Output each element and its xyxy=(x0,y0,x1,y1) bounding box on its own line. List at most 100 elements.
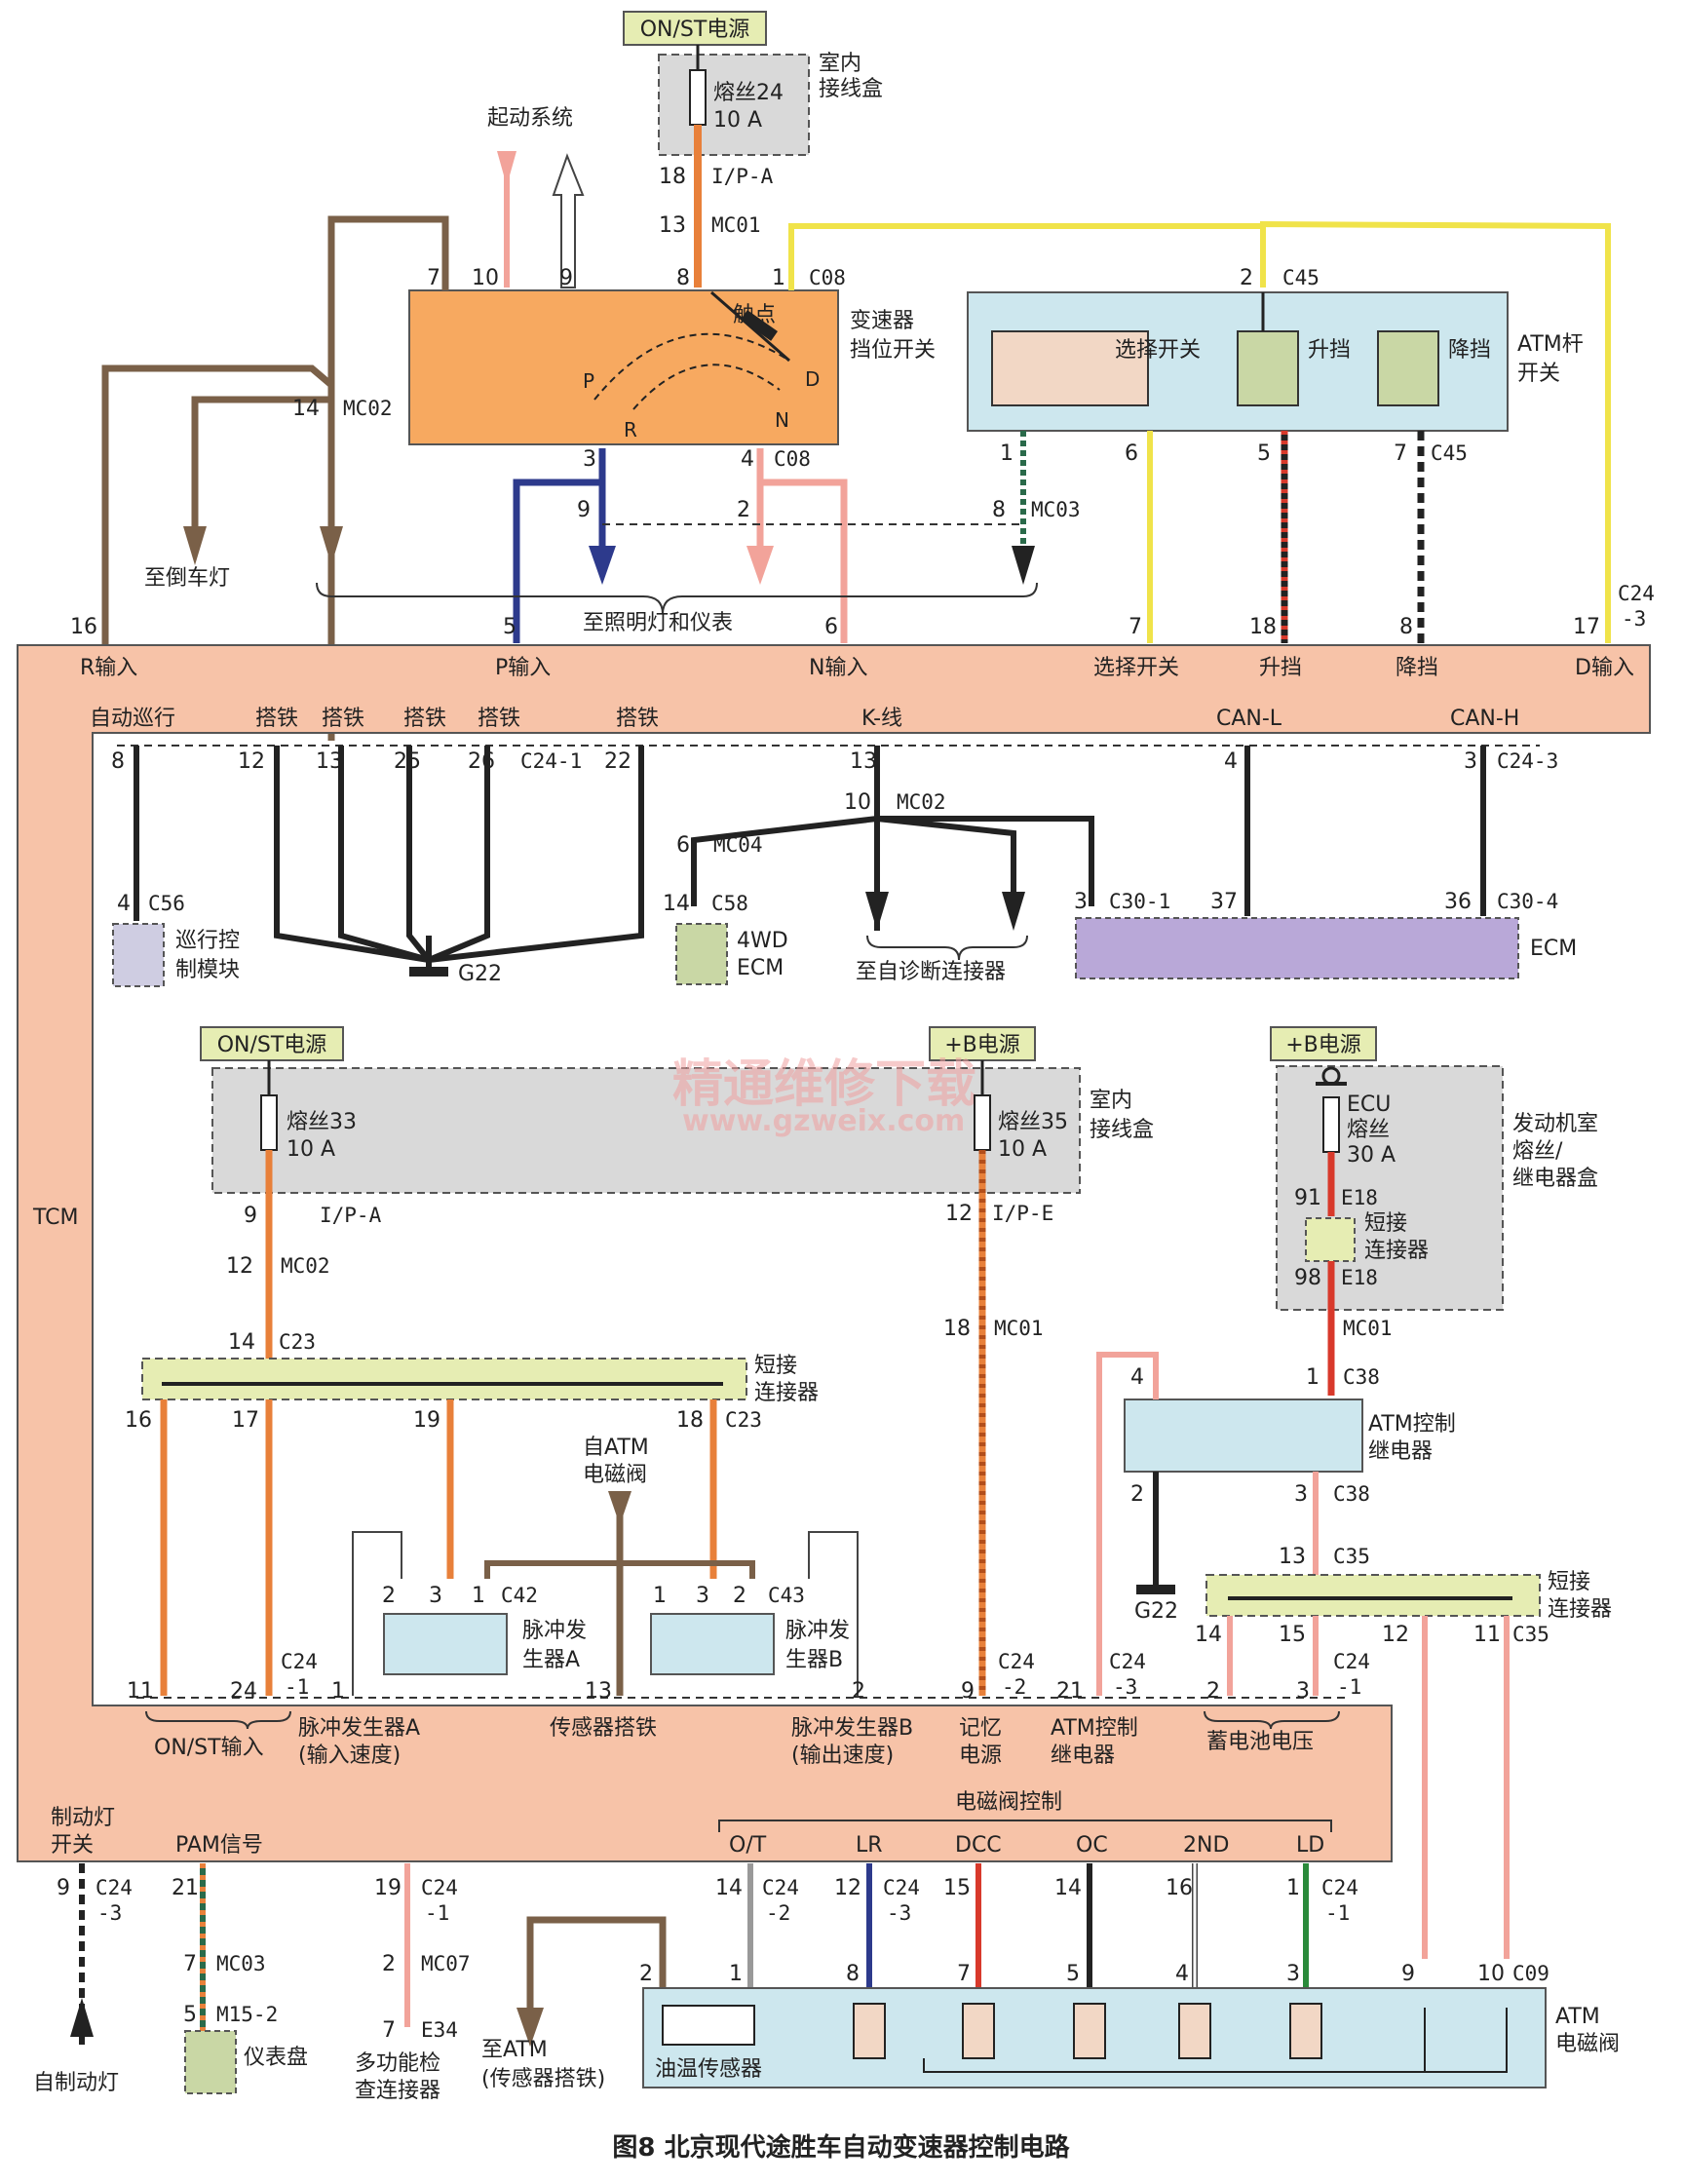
pin-15-c35: 15 xyxy=(1279,1623,1306,1647)
pin-26-gnd: 26 xyxy=(468,749,495,774)
pin-13-mc01: 13 xyxy=(659,213,686,238)
power-label-top xyxy=(623,11,767,46)
conn-e34: E34 xyxy=(421,2018,458,2042)
pin-5-c09: 5 xyxy=(1066,1962,1080,1986)
wire-yellow-d-input xyxy=(788,220,1611,643)
conn-c24-lr-suffix: -3 xyxy=(887,1901,911,1925)
pin-9-ipa: 9 xyxy=(244,1204,257,1228)
conn-c24-ld: C24 xyxy=(1321,1876,1358,1899)
reverse-lamp-label: 至倒车灯 xyxy=(144,566,230,591)
pin-17-d: 17 xyxy=(1573,615,1600,639)
svg-text:R: R xyxy=(624,418,637,441)
tcm-n-input: N输入 xyxy=(809,656,867,680)
pin-3-canh: 3 xyxy=(1464,749,1477,774)
pin-7-c45: 7 xyxy=(1394,441,1407,466)
pin-6-n: 6 xyxy=(824,615,838,639)
pin-8-mc03: 8 xyxy=(992,498,1006,522)
pin-9-tcm: 9 xyxy=(961,1679,975,1704)
pin-5-m15: 5 xyxy=(183,2003,197,2027)
conn-c24-ld-suffix: -1 xyxy=(1325,1901,1350,1925)
atm-valve-label-1: ATM xyxy=(1555,2005,1600,2029)
pin-3-c30: 3 xyxy=(1074,890,1088,914)
engine-box-label-2: 熔丝/ xyxy=(1512,1139,1563,1164)
conn-c24-3-top: C24 xyxy=(1618,582,1655,605)
4wd-label: 4WD xyxy=(737,929,788,953)
conn-mc01: MC01 xyxy=(711,213,761,237)
pin-14-ot: 14 xyxy=(715,1876,743,1900)
conn-c24-tcm-c-suffix: -3 xyxy=(1113,1675,1137,1699)
g22-mid-label: G22 xyxy=(1134,1599,1178,1624)
pulse-generator-b xyxy=(650,1613,775,1675)
tcm-r-input: R输入 xyxy=(80,656,137,680)
power-text-left: ON/ST电源 xyxy=(217,1033,327,1057)
conn-c38-top: C38 xyxy=(1343,1365,1380,1389)
from-atm-label-1: 自ATM xyxy=(583,1436,649,1460)
power-text-top: ON/ST电源 xyxy=(640,18,750,42)
pin-16-2nd: 16 xyxy=(1166,1876,1193,1900)
tcm-down-input: 降挡 xyxy=(1396,656,1438,680)
tcm-ground-4: 搭铁 xyxy=(478,707,520,731)
wire-blue-p-input xyxy=(513,448,606,643)
conn-c30-1: C30-1 xyxy=(1109,890,1170,913)
pin-6-mc04: 6 xyxy=(676,833,690,858)
engine-box-label-3: 继电器盒 xyxy=(1512,1167,1598,1191)
conn-c23-bottom: C23 xyxy=(725,1408,762,1432)
conn-c45-bottom: C45 xyxy=(1431,441,1468,465)
conn-c24-tcm-c: C24 xyxy=(1109,1650,1146,1673)
tcm-p-input: P输入 xyxy=(495,656,551,680)
tcm-ground-1: 搭铁 xyxy=(255,707,298,731)
solenoid-lr: LR xyxy=(856,1833,883,1858)
tcm-up-input: 升挡 xyxy=(1259,656,1302,680)
pin-6-c45: 6 xyxy=(1125,441,1138,466)
ecu-fuse-name-2: 熔丝 xyxy=(1347,1118,1390,1142)
short-c35-label-1: 短接 xyxy=(1548,1570,1590,1594)
ecu-fuse-name-1: ECU xyxy=(1347,1092,1391,1117)
pin-14-c58: 14 xyxy=(663,892,690,916)
tcm-d-input: D输入 xyxy=(1575,656,1634,680)
short-e18-label-1: 短接 xyxy=(1364,1211,1407,1236)
solenoid-ot: O/T xyxy=(729,1833,767,1858)
pin-14-oc: 14 xyxy=(1054,1876,1082,1900)
conn-mc02-kline: MC02 xyxy=(897,790,946,814)
pin-21-tcm: 21 xyxy=(1056,1679,1084,1704)
start-system-label: 起动系统 xyxy=(487,106,573,131)
tcm-pulse-a-2: (输入速度) xyxy=(298,1743,401,1768)
downshift-label: 降挡 xyxy=(1448,338,1491,363)
pin-91-e18: 91 xyxy=(1294,1186,1321,1210)
tcm-label: TCM xyxy=(32,1206,79,1230)
pin-2-tcm: 2 xyxy=(852,1679,865,1704)
conn-c08-bottom: C08 xyxy=(774,447,811,471)
fuse-35-rating: 10 A xyxy=(998,1137,1047,1162)
conn-e18-b: E18 xyxy=(1341,1266,1378,1289)
conn-c24-1-top: C24-1 xyxy=(520,749,582,773)
tcm-module xyxy=(17,644,1651,1862)
interior-junction-box-mid xyxy=(211,1067,1081,1194)
to-atm-label-2: (传感器搭铁) xyxy=(481,2067,605,2091)
short-e18-label-2: 连接器 xyxy=(1364,1239,1429,1263)
tcm-battery-voltage: 蓄电池电压 xyxy=(1206,1730,1314,1754)
atm-control-relay xyxy=(1124,1399,1363,1473)
pin-2-c38: 2 xyxy=(1130,1482,1144,1507)
conn-c35-top: C35 xyxy=(1333,1545,1370,1568)
conn-ipa-mid: I/P-A xyxy=(320,1204,382,1227)
conn-ipa: I/P-A xyxy=(711,165,774,188)
conn-c24-mc07: C24 xyxy=(421,1876,458,1899)
pulse-b-label-1: 脉冲发 xyxy=(785,1619,850,1643)
conn-c23-top: C23 xyxy=(279,1330,316,1354)
short-c35-label-2: 连接器 xyxy=(1548,1597,1612,1622)
tcm-auto-cruise: 自动巡行 xyxy=(90,707,175,731)
pin-2-c42: 2 xyxy=(382,1584,396,1608)
atm-lever-label-1: ATM杆 xyxy=(1517,332,1584,357)
pin-1-shift: 1 xyxy=(772,266,785,290)
tcm-memory-1: 记忆 xyxy=(959,1716,1002,1741)
atm-lever-label-2: 开关 xyxy=(1517,362,1560,386)
downshift-switch xyxy=(1377,330,1439,406)
from-atm-label-2: 电磁阀 xyxy=(583,1463,647,1487)
cruise-label-1: 巡行控 xyxy=(175,929,240,953)
conn-c42: C42 xyxy=(501,1584,538,1607)
pin-24-tcm: 24 xyxy=(230,1679,257,1704)
conn-m15-2: M15-2 xyxy=(216,2003,278,2026)
upshift-label: 升挡 xyxy=(1308,338,1351,363)
conn-c58: C58 xyxy=(711,892,748,915)
pin-4-canl: 4 xyxy=(1224,749,1238,774)
